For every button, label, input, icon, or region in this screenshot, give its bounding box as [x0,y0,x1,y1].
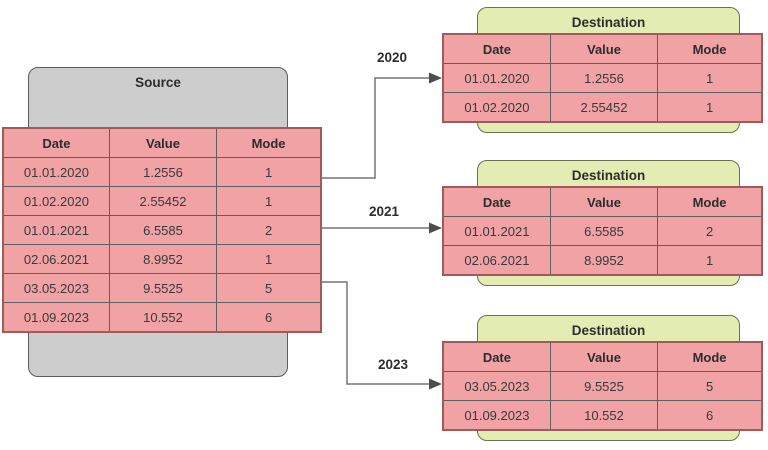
table-cell: 1 [216,244,322,274]
table-row: 03.05.2023 9.5525 5 [442,371,763,401]
table-cell: 5 [216,273,322,303]
table-cell: 10.552 [549,400,659,431]
destination-table-header-row: Date Value Mode [442,33,763,64]
table-cell: 03.05.2023 [442,371,551,401]
table-cell: 01.01.2020 [442,63,551,93]
table-cell: 8.9952 [108,244,218,274]
header-cell-date: Date [442,341,551,372]
table-row: 02.06.2021 8.9952 1 [2,244,322,274]
header-cell-value: Value [549,186,659,217]
table-cell: 01.02.2020 [442,92,551,123]
table-cell: 2 [657,216,763,246]
arrow-label-2020: 2020 [376,50,408,65]
table-cell: 1 [657,245,763,276]
table-cell: 1 [216,186,322,216]
arrow-2021-head-icon [429,222,442,234]
table-cell: 9.5525 [549,371,659,401]
table-cell: 03.05.2023 [2,273,110,303]
arrow-2020-head-icon [429,72,442,84]
table-cell: 02.06.2021 [442,245,551,276]
table-row: 01.01.2021 6.5585 2 [442,216,763,246]
table-row: 01.02.2020 2.55452 1 [2,186,322,216]
table-cell: 8.9952 [549,245,659,276]
table-cell: 10.552 [108,302,218,333]
table-cell: 6.5585 [108,215,218,245]
header-cell-date: Date [442,186,551,217]
destination-title: Destination [571,323,646,338]
arrow-label-2021: 2021 [368,204,400,219]
header-cell-mode: Mode [657,186,763,217]
destination-table-2020: Date Value Mode 01.01.2020 1.2556 1 01.0… [442,33,763,123]
header-cell-value: Value [108,127,218,158]
table-cell: 1 [657,92,763,123]
table-cell: 01.09.2023 [442,400,551,431]
arrow-2023-head-icon [429,378,442,390]
header-cell-value: Value [549,33,659,64]
table-cell: 01.01.2020 [2,157,110,187]
source-title: Source [135,75,181,90]
table-cell: 1.2556 [108,157,218,187]
table-cell: 1.2556 [549,63,659,93]
header-cell-mode: Mode [657,341,763,372]
header-cell-date: Date [442,33,551,64]
table-cell: 2.55452 [549,92,659,123]
table-cell: 9.5525 [108,273,218,303]
table-row: 03.05.2023 9.5525 5 [2,273,322,303]
header-cell-date: Date [2,127,110,158]
table-cell: 2 [216,215,322,245]
table-row: 01.09.2023 10.552 6 [2,302,322,333]
table-cell: 5 [657,371,763,401]
destination-title: Destination [571,168,646,183]
table-cell: 01.02.2020 [2,186,110,216]
arrow-2020-line [322,77,429,179]
header-cell-value: Value [549,341,659,372]
table-cell: 1 [657,63,763,93]
table-cell: 01.09.2023 [2,302,110,333]
destination-table-2021: Date Value Mode 01.01.2021 6.5585 2 02.0… [442,186,763,276]
table-cell: 01.01.2021 [442,216,551,246]
arrow-label-2023: 2023 [377,357,409,372]
table-cell: 02.06.2021 [2,244,110,274]
table-cell: 2.55452 [108,186,218,216]
destination-table-header-row: Date Value Mode [442,186,763,217]
destination-title: Destination [571,15,646,30]
table-row: 01.01.2020 1.2556 1 [442,63,763,93]
table-cell: 6 [657,400,763,431]
destination-table-header-row: Date Value Mode [442,341,763,372]
table-cell: 01.01.2021 [2,215,110,245]
source-table-header-row: Date Value Mode [2,127,322,158]
header-cell-mode: Mode [216,127,322,158]
table-row: 02.06.2021 8.9952 1 [442,245,763,276]
table-row: 01.09.2023 10.552 6 [442,400,763,431]
destination-table-2023: Date Value Mode 03.05.2023 9.5525 5 01.0… [442,341,763,431]
table-cell: 1 [216,157,322,187]
header-cell-mode: Mode [657,33,763,64]
table-cell: 6.5585 [549,216,659,246]
table-row: 01.01.2021 6.5585 2 [2,215,322,245]
source-table: Date Value Mode 01.01.2020 1.2556 1 01.0… [2,127,322,333]
table-row: 01.01.2020 1.2556 1 [2,157,322,187]
table-cell: 6 [216,302,322,333]
table-row: 01.02.2020 2.55452 1 [442,92,763,123]
